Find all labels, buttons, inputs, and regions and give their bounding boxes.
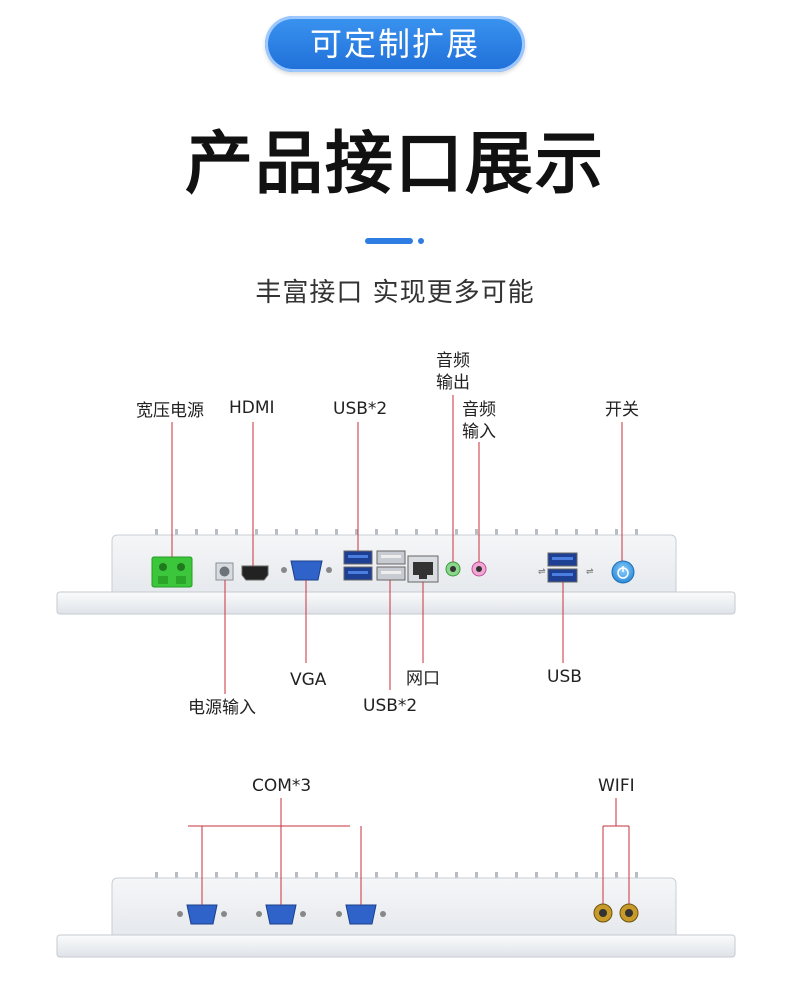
label-network: 网口 <box>406 669 440 689</box>
label-audio-in: 音频输入 <box>462 400 496 442</box>
svg-text:⇌: ⇌ <box>586 567 594 577</box>
label-wide-voltage-power: 宽压电源 <box>136 401 204 421</box>
svg-text:⇌: ⇌ <box>538 567 546 577</box>
label-usb: USB <box>547 667 582 687</box>
label-power-input: 电源输入 <box>188 698 256 718</box>
device-bottom-view <box>56 872 736 958</box>
label-audio-out: 音频输出 <box>436 351 470 393</box>
title-underline <box>365 238 413 244</box>
device-top-view: ⇌ ⇌ <box>56 529 736 615</box>
callout-lines-bottom <box>188 798 630 905</box>
feature-badge: 可定制扩展 <box>265 16 525 72</box>
label-vga: VGA <box>290 670 327 690</box>
label-usb2-top: USB*2 <box>333 399 388 419</box>
page-title: 产品接口展示 <box>184 125 605 204</box>
callout-lines-top <box>171 395 623 694</box>
title-underline-dot <box>418 238 424 244</box>
label-power-switch: 开关 <box>605 400 639 420</box>
page-subtitle: 丰富接口 实现更多可能 <box>255 278 535 308</box>
label-usb2-bottom: USB*2 <box>363 696 418 716</box>
label-hdmi: HDMI <box>229 398 275 418</box>
label-wifi: WIFI <box>598 776 635 796</box>
label-com: COM*3 <box>252 776 312 796</box>
